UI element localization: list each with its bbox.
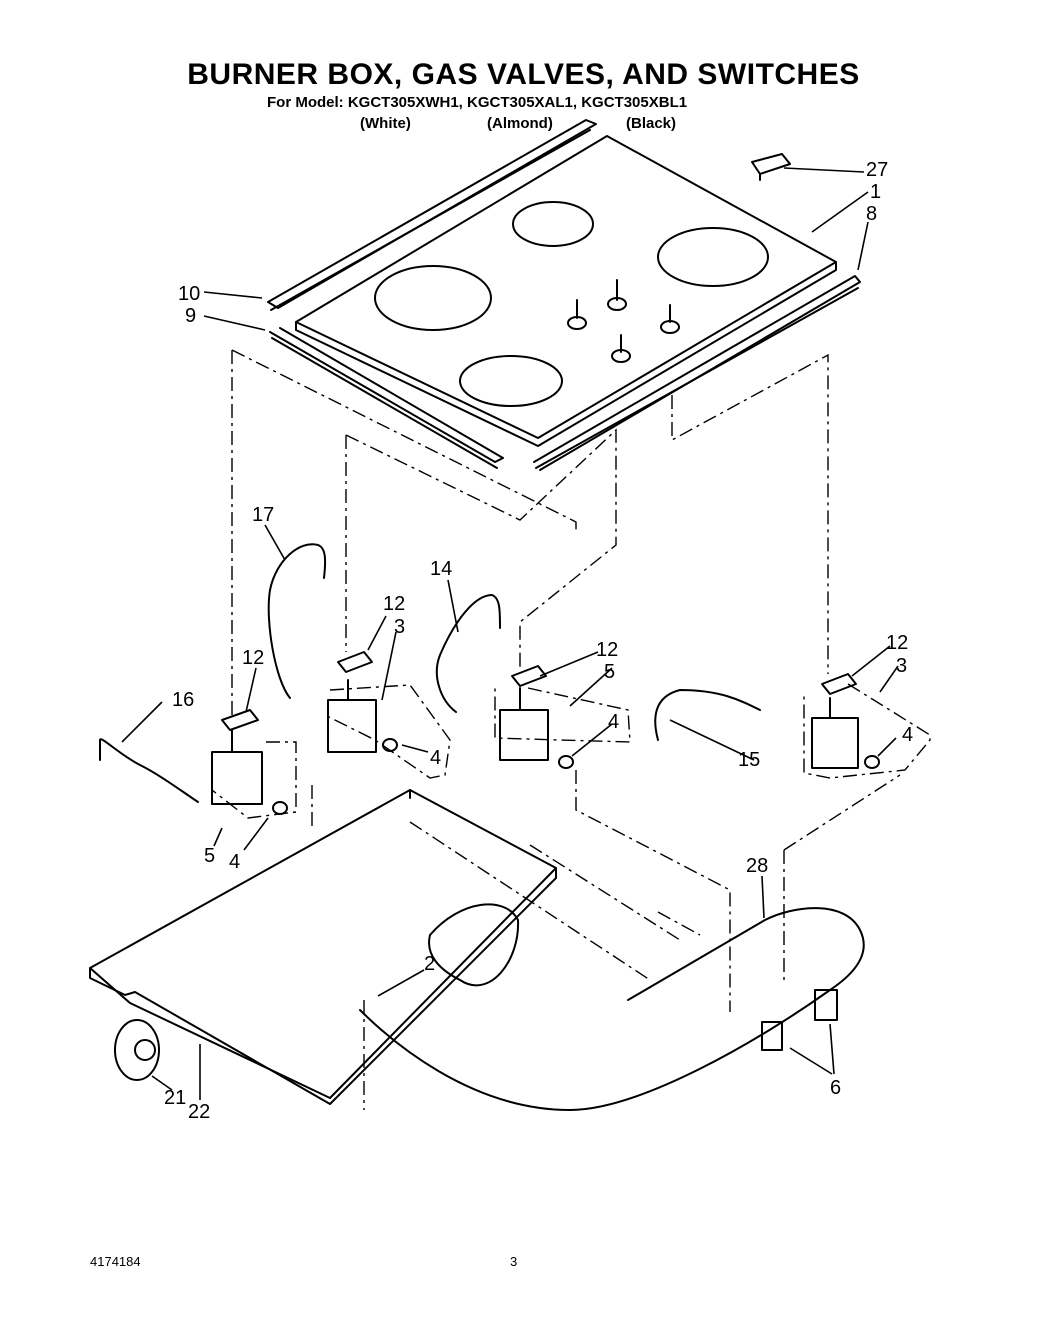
front-trim-left <box>269 327 504 469</box>
callout-12-c: 12 <box>242 647 265 669</box>
callout-3-a: 3 <box>394 616 406 638</box>
callout-15: 15 <box>738 749 761 771</box>
variant-almond: (Almond) <box>487 115 553 132</box>
callout-6: 6 <box>830 1077 842 1099</box>
gas-tube-17 <box>267 543 327 699</box>
callout-2: 2 <box>424 953 436 975</box>
callout-4-b: 4 <box>430 747 442 769</box>
bracket <box>751 153 791 181</box>
callout-4-c: 4 <box>902 724 914 746</box>
callout-9: 9 <box>185 305 197 327</box>
callout-28: 28 <box>746 855 769 877</box>
callout-1: 1 <box>870 181 882 203</box>
gas-tube-15 <box>654 689 761 741</box>
callout-4-a: 4 <box>608 711 620 733</box>
callout-27: 27 <box>866 159 889 181</box>
gas-regulator <box>114 1019 160 1081</box>
callout-16: 16 <box>172 689 195 711</box>
callout-10: 10 <box>178 283 201 305</box>
valve-assembly-right <box>811 673 880 769</box>
valve-assembly-2 <box>327 651 398 753</box>
gas-manifold <box>359 907 865 1111</box>
callout-22: 22 <box>188 1101 211 1123</box>
callout-5-a: 5 <box>604 661 616 683</box>
page-number: 3 <box>510 1254 518 1269</box>
variant-black: (Black) <box>626 115 677 132</box>
callout-12-d: 12 <box>886 632 909 654</box>
callout-17: 17 <box>252 504 275 526</box>
page-title: BURNER BOX, GAS VALVES, AND SWITCHES <box>187 58 860 91</box>
part-number: 4174184 <box>90 1254 141 1269</box>
front-trim-right <box>533 275 861 471</box>
callout-4-d: 4 <box>229 851 241 873</box>
valve-assembly-left <box>211 709 288 815</box>
gas-tube-16 <box>99 738 199 803</box>
callout-3-b: 3 <box>896 655 908 677</box>
callout-12-b: 12 <box>596 639 619 661</box>
cooktop-glass <box>295 135 837 447</box>
gas-tube-14 <box>435 594 501 713</box>
model-list: For Model: KGCT305XWH1, KGCT305XAL1, KGC… <box>267 94 688 111</box>
callout-12-a: 12 <box>383 593 406 615</box>
callout-14: 14 <box>430 558 453 580</box>
callout-5-b: 5 <box>204 845 216 867</box>
callout-8: 8 <box>866 203 878 225</box>
variant-white: (White) <box>360 115 411 132</box>
switches <box>761 989 838 1051</box>
burner-box <box>89 789 557 1105</box>
valve-assembly-3 <box>499 665 574 769</box>
rear-trim <box>267 119 597 311</box>
callout-21: 21 <box>164 1087 187 1109</box>
